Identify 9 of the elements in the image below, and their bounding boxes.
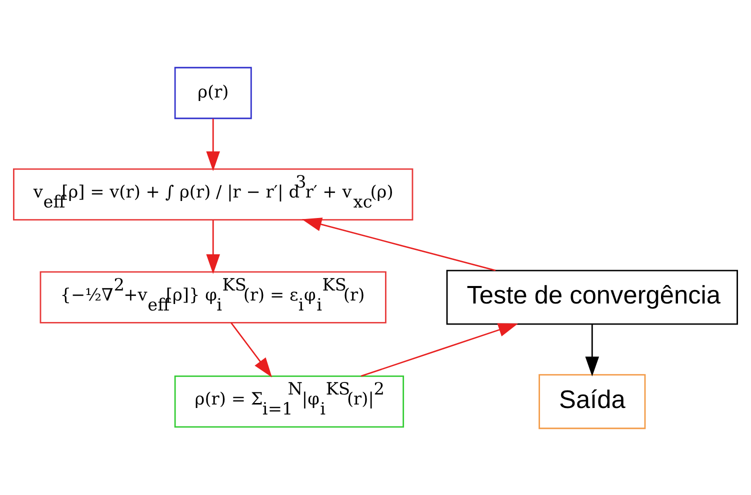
- arrow: [302, 217, 496, 271]
- arrow: [206, 118, 220, 171]
- arrow: [230, 322, 272, 377]
- arrow: [585, 324, 600, 376]
- node-box: Teste de convergência: [446, 269, 738, 324]
- arrow: [206, 220, 220, 274]
- node-box: ρ(r): [174, 66, 252, 119]
- arrow: [360, 322, 518, 376]
- node-box: Saída: [538, 374, 646, 429]
